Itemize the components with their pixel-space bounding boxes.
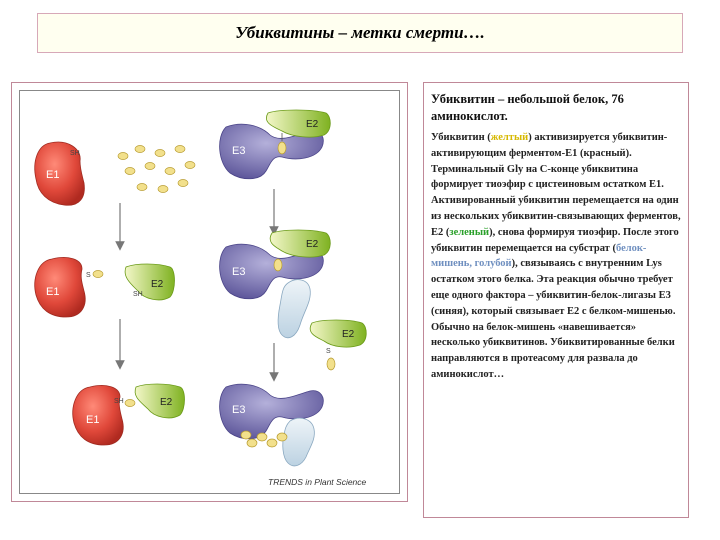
e2-label: E2 xyxy=(160,397,173,408)
ubiquitin-molecule xyxy=(184,161,196,169)
e2-enzyme-shape xyxy=(309,319,367,348)
figure-panel: E1 SH E1 S xyxy=(19,90,400,494)
ubiquitin-molecule xyxy=(266,438,278,448)
ubiquitin-molecule xyxy=(164,167,176,175)
body-text-segment: ), снова формируя тиоэфир. После этого у… xyxy=(431,226,679,254)
color-word-yellow: желтый xyxy=(490,132,529,143)
free-ubiquitins xyxy=(117,145,196,193)
target-protein-shape xyxy=(277,279,311,339)
lead-paragraph: Убиквитин – небольшой белок, 76 аминокис… xyxy=(431,92,624,123)
figure-caption: TRENDS in Plant Science xyxy=(268,477,367,487)
ubiquitin-molecule xyxy=(157,185,169,193)
ubiquitin-molecule xyxy=(174,145,186,153)
step3-group: E1 SH E2 xyxy=(72,383,185,446)
step2-group: E1 S E2 SH xyxy=(34,257,175,318)
e2-label: E2 xyxy=(306,239,319,250)
e3-label: E3 xyxy=(232,145,245,157)
e2-enzyme-shape xyxy=(124,263,175,301)
body-text-segment: Убиквитин ( xyxy=(431,132,491,143)
sh-label: S xyxy=(326,348,331,355)
e3-label: E3 xyxy=(232,404,245,416)
color-word-green: зеленый xyxy=(449,226,490,238)
s-label: S xyxy=(86,272,91,279)
e1-label: E1 xyxy=(46,286,59,298)
color-word-blue: белок-мишень, голубой xyxy=(431,242,647,270)
body-text-segment: ), связываясь с внутренним Lys остатком … xyxy=(431,258,676,380)
ubiquitin-molecule xyxy=(124,167,136,175)
ubiquitin-molecule xyxy=(273,258,283,272)
ubiquitin-molecule xyxy=(134,145,146,153)
e2-enzyme-shape xyxy=(266,109,331,138)
ubiquitin-molecule xyxy=(256,432,268,442)
e3-enzyme-shape xyxy=(219,123,324,180)
e3-enzyme-shape xyxy=(219,243,324,300)
ubiquitin-molecule xyxy=(177,179,189,187)
ubiquitin-molecule xyxy=(276,432,288,442)
description-panel: Убиквитин – небольшой белок, 76 аминокис… xyxy=(423,82,689,518)
step1-e1-group: E1 SH xyxy=(34,141,85,206)
ubiquitin-molecule xyxy=(124,399,136,407)
free-e2: E2 S xyxy=(309,319,367,371)
e2-label: E2 xyxy=(151,279,164,290)
body-text-segment: ). Терминальный Gly на C-конце убиквитин… xyxy=(431,147,681,238)
ubiquitin-molecule xyxy=(277,141,287,155)
e3-label: E3 xyxy=(232,266,245,278)
target-protein-shape xyxy=(282,417,315,467)
ubiquitination-diagram: E1 SH E1 S xyxy=(34,109,367,487)
e2-label: E2 xyxy=(306,119,319,130)
title-banner: Убиквитины – метки смерти…. xyxy=(37,13,683,53)
page-title: Убиквитины – метки смерти…. xyxy=(235,23,485,42)
e2-enzyme-shape xyxy=(269,229,331,258)
e1-label: E1 xyxy=(46,169,59,181)
e3-complex-middle: E3 E2 xyxy=(219,229,331,339)
figure-frame: E1 SH E1 S xyxy=(11,82,408,502)
e1-enzyme-shape xyxy=(72,385,124,446)
sh-label: SH xyxy=(70,150,80,157)
sh-label: SH xyxy=(114,398,124,405)
e3-complex-top: E3 E2 xyxy=(219,109,331,180)
e1-enzyme-shape xyxy=(34,257,86,318)
e1-label: E1 xyxy=(86,414,99,426)
e2-label: E2 xyxy=(342,329,355,340)
ubiquitin-molecule xyxy=(144,162,156,170)
ubiquitin-molecule xyxy=(154,149,166,157)
e3-complex-bottom: E3 xyxy=(219,383,324,467)
e2-enzyme-shape xyxy=(134,383,185,419)
ubiquitin-molecule xyxy=(92,270,104,278)
sh-label: SH xyxy=(133,291,143,298)
e1-enzyme-shape xyxy=(34,141,85,206)
ubiquitin-molecule xyxy=(326,357,336,371)
ubiquitin-molecule xyxy=(117,152,129,160)
polyubiquitin-chain xyxy=(240,430,288,448)
body-paragraph: Убиквитин (желтый) активизируется убикви… xyxy=(431,130,682,383)
e3-enzyme-shape xyxy=(219,383,324,440)
ubiquitin-molecule xyxy=(136,183,148,191)
body-text-segment: красный xyxy=(583,147,626,159)
ubiquitin-molecule xyxy=(246,438,258,448)
body-text-segment: ) активизируется убиквитин-активирующим … xyxy=(431,132,668,159)
ubiquitin-molecule xyxy=(240,430,252,440)
